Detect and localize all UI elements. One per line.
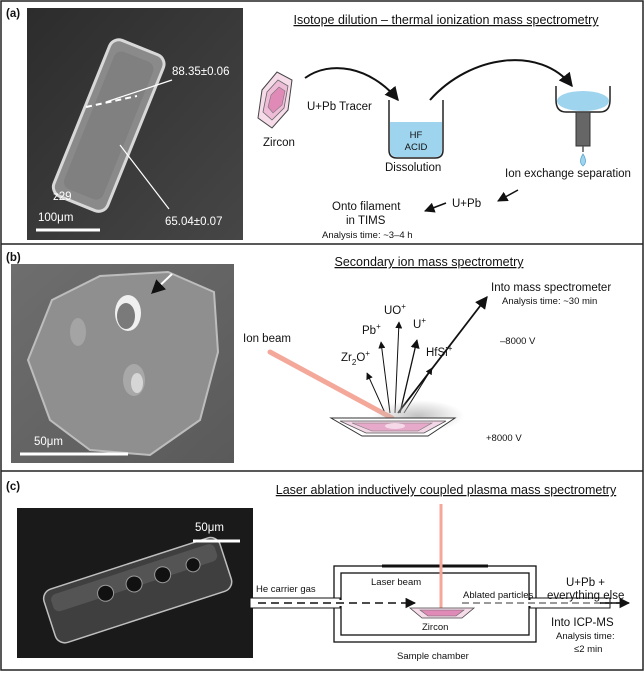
beaker-icon [388,100,444,159]
scale-label-c: 50μm [195,522,224,534]
he-gas-label: He carrier gas [256,584,316,595]
upb-line2-c: everything else [547,590,624,602]
ion-zr2o: Zr2O+ [341,349,370,367]
panel-c-micrograph: 50μm [17,508,253,658]
analysis-line1-c: Analysis time: [556,631,615,642]
panel-b: (b) Secondary ion mass spectrometry 50μm… [6,252,611,463]
panel-a-title: Isotope dilution – thermal ionization ma… [293,13,599,27]
acid-line1: HF [410,130,423,141]
panel-b-title: Secondary ion mass spectrometry [335,255,525,269]
chamber-label: Sample chamber [397,651,469,662]
filament-line2: in TIMS [346,215,386,227]
ion-uo: UO+ [384,302,406,317]
arrow-zircon-to-acid [304,67,399,102]
into-ms-label: Into mass spectrometer [491,282,611,294]
panel-b-letter: (b) [6,252,21,264]
voltage-neg-label: –8000 V [500,336,536,347]
arrow-acid-to-column [429,59,573,101]
panel-c: (c) Laser ablation inductively coupled p… [6,481,631,662]
panel-a-micrograph: 88.35±0.06 65.04±0.07 z29 100μm [27,8,243,240]
age-top: 88.35±0.06 [172,66,229,78]
ion-beam [267,349,395,421]
voltage-pos-label: +8000 V [486,433,522,444]
arrow-column-to-upb [497,189,519,202]
age-bottom: 65.04±0.07 [165,216,222,228]
zircon-crystal-icon [257,71,293,129]
scale-label-b: 50μm [34,436,63,448]
ion-pb: Pb+ [362,322,381,337]
sample-mount [329,400,464,437]
acid-line2: ACID [405,142,428,153]
analysis-time-b: Analysis time: ~30 min [502,296,597,307]
zircon-label-c: Zircon [422,622,448,633]
panel-c-title: Laser ablation inductively coupled plasm… [276,483,617,497]
into-icpms-label: Into ICP-MS [551,617,614,629]
sample-label: z29 [53,191,72,203]
ion-exchange-column-icon [555,86,611,167]
filament-line1: Onto filament [332,201,401,213]
ablated-label: Ablated particles [463,590,533,601]
scale-label-a: 100μm [38,212,73,224]
analysis-line2-c: ≤2 min [574,644,602,655]
upb-label-a: U+Pb [452,198,481,210]
analysis-time-a: Analysis time: ~3–4 h [322,230,413,241]
ion-beam-label: Ion beam [243,333,291,345]
panel-a-letter: (a) [6,8,20,20]
upb-line1-c: U+Pb + [566,577,605,589]
dissolution-label: Dissolution [385,162,441,174]
laser-beam-label: Laser beam [371,577,421,588]
panel-c-letter: (c) [6,481,20,493]
ion-exchange-label: Ion exchange separation [505,168,631,180]
panel-b-micrograph: 50μm [11,264,234,463]
zircon-target-c [408,607,476,619]
zircon-label-a: Zircon [263,137,295,149]
tracer-label: U+Pb Tracer [307,101,372,113]
arrow-upb-to-filament [424,202,447,213]
ion-u: U+ [413,316,426,331]
panel-a: (a) Isotope dilution – thermal ionizatio… [6,8,631,241]
